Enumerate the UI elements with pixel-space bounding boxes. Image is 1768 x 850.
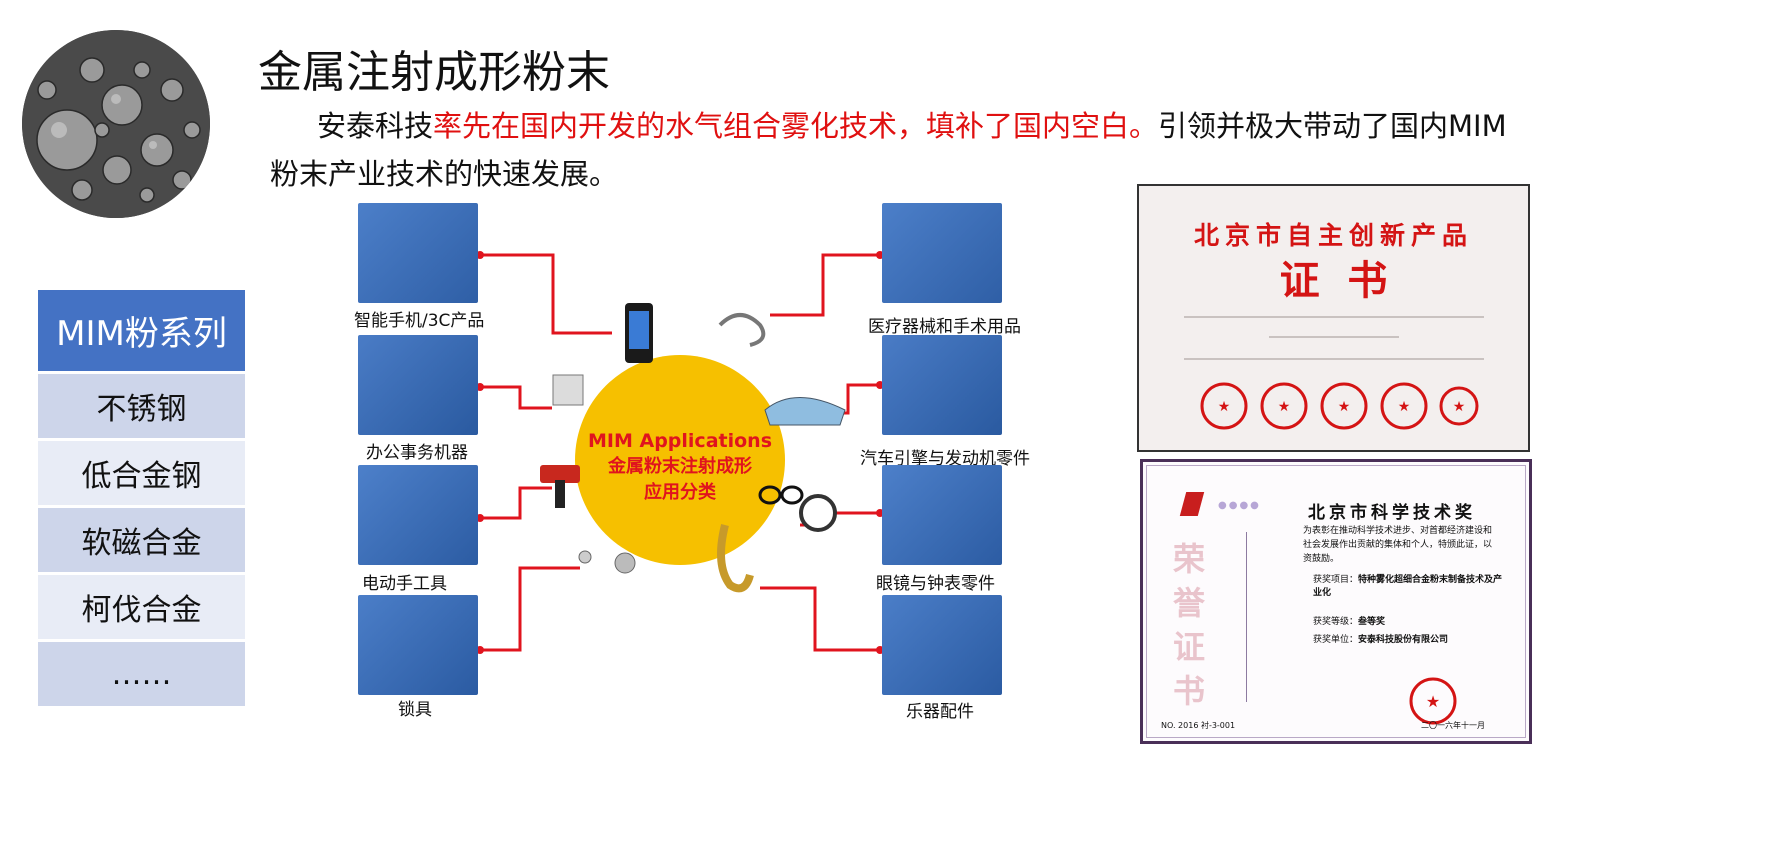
cert2-date: 二〇一六年十一月 [1421,721,1485,730]
cert1-subtitle: 证 书 [1279,257,1388,304]
label-tools: 电动手工具 [362,574,447,594]
label-medical: 医疗器械和手术用品 [868,317,1021,337]
keys-icon [578,550,636,574]
glasses-icon [758,485,804,505]
series-item: 低合金钢 [38,441,245,505]
cert2-number: NO. 2016 衬-3-001 [1161,721,1236,730]
photo-watch-parts [882,465,1002,565]
cert2-project: 获奖项目：特种雾化超细合金粉末制备技术及产业化 [1313,574,1503,600]
label-instrument: 乐器配件 [906,702,974,722]
svg-text:★: ★ [1278,399,1291,415]
cert2-inner-border [1146,465,1526,738]
series-item: 软磁合金 [38,508,245,572]
photo-lock-parts [358,595,478,695]
svg-text:★: ★ [1338,399,1351,415]
desc-rest: 引领并极大带动了国内MIM粉末产业技术的快速发展。 [270,109,1507,191]
series-item: 不锈钢 [38,374,245,438]
cert2-grade-value: 叁等奖 [1358,617,1386,627]
car-icon [764,397,846,426]
cert2-project-value: 特种雾化超细合金粉末制备技术及产业化 [1313,575,1503,598]
stethoscope-icon [718,313,766,347]
cert1-seals: ★ ★ ★ ★ ★ [1200,382,1479,430]
center-label-cn1: 金属粉末注射成形 [608,456,752,477]
mim-series-panel: MIM粉系列 不锈钢 低合金钢 软磁合金 柯伐合金 …… [38,290,245,706]
center-label-cn2: 应用分类 [644,482,716,503]
saxophone-icon [717,524,754,593]
center-label-en: MIM Applications [588,430,772,452]
center-label: MIM Applications 金属粉末注射成形 应用分类 [572,430,788,504]
label-office: 办公事务机器 [366,443,468,463]
description-paragraph: 安泰科技率先在国内开发的水气组合雾化技术，填补了国内空白。引领并极大带动了国内M… [270,102,1520,198]
photo-tool-parts [358,465,478,565]
cert1-title: 北京市自主创新产品 [1193,221,1473,250]
cert1-text-line [1269,336,1399,338]
certificate-science-award: ●●●● 北京市科学技术奖 荣誉证书 为表彰在推动科学技术进步、对首都经济建设和… [1140,459,1532,744]
svg-text:★: ★ [1453,399,1466,415]
photo-3c-parts [358,203,478,303]
cert2-body: 为表彰在推动科学技术进步、对首都经济建设和社会发展作出贡献的集体和个人，特颁此证… [1303,526,1493,564]
label-auto: 汽车引擎与发动机零件 [860,449,1030,469]
cert2-divider [1246,532,1247,702]
photo-office-parts [358,335,478,435]
cert2-grade: 获奖等级：叁等奖 [1313,614,1385,627]
label-3c: 智能手机/3C产品 [354,311,485,331]
center-circle [575,355,785,565]
cert2-unit: 获奖单位：安泰科技股份有限公司 [1313,632,1448,645]
cert2-unit-label: 获奖单位： [1313,635,1359,645]
copier-icon [552,374,584,406]
cert2-grade-label: 获奖等级： [1313,617,1359,627]
metal-powder-image [22,30,210,218]
cert2-project-label: 获奖项目： [1313,575,1359,585]
government-seal-icon: ★ [1409,677,1457,725]
label-watch: 眼镜与钟表零件 [876,574,995,594]
photo-medical-parts [882,203,1002,303]
series-item: 柯伐合金 [38,575,245,639]
label-locks: 锁具 [398,700,432,720]
series-item: …… [38,642,245,706]
series-header: MIM粉系列 [38,290,245,371]
cert1-text-line [1184,358,1484,360]
photo-auto-parts [882,335,1002,435]
drill-icon [540,465,580,483]
desc-company: 安泰科技 [317,109,434,143]
cert2-unit-value: 安泰科技股份有限公司 [1358,635,1449,645]
svg-text:★: ★ [1398,399,1411,415]
mim-applications-diagram: MIM Applications 金属粉末注射成形 应用分类 智能手机/3C产品… [340,195,1040,725]
desc-highlight: 率先在国内开发的水气组合雾化技术，填补了国内空白。 [433,109,1159,143]
certificate-innovation-product: 北京市自主创新产品 证 书 ★ ★ ★ ★ ★ [1137,184,1530,452]
watch-icon [799,494,837,532]
dots-icon: ●●●● [1218,500,1261,511]
cert2-vertical-title: 荣誉证书 [1173,540,1206,710]
svg-text:★: ★ [1218,399,1231,415]
photo-instrument-parts [882,595,1002,695]
cert1-text-line [1184,316,1484,318]
cert2-title: 北京市科学技术奖 [1308,503,1476,523]
page-title: 金属注射成形粉末 [258,47,610,98]
svg-text:★: ★ [1426,692,1440,711]
